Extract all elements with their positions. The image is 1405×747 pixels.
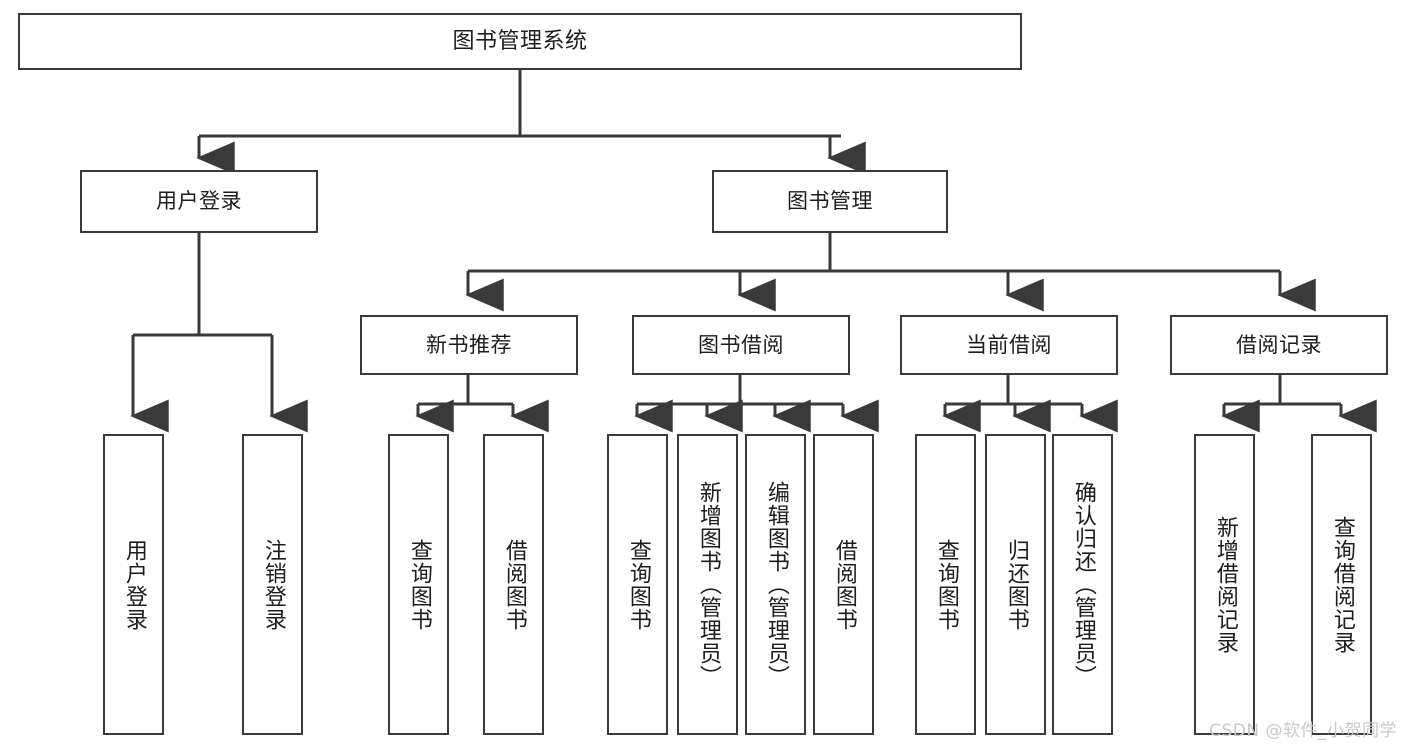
node-leaf-borrow-book-2-label: 借阅图书	[831, 538, 857, 631]
node-leaf-user-logout-label: 注销登录	[260, 538, 286, 631]
node-leaf-query-record-label: 查询借阅记录	[1329, 515, 1355, 654]
node-leaf-query-book-3[interactable]: 查询图书	[915, 434, 976, 735]
node-leaf-add-record-label: 新增借阅记录	[1212, 515, 1238, 654]
node-leaf-user-logout[interactable]: 注销登录	[242, 434, 303, 735]
node-borrow-record-label: 借阅记录	[1236, 332, 1322, 357]
node-root[interactable]: 图书管理系统	[18, 13, 1022, 70]
node-book-borrow-label: 图书借阅	[698, 332, 784, 357]
node-leaf-add-record[interactable]: 新增借阅记录	[1194, 434, 1255, 735]
node-leaf-query-book-2[interactable]: 查询图书	[607, 434, 668, 735]
node-new-book-recommend[interactable]: 新书推荐	[360, 315, 578, 375]
node-user-login[interactable]: 用户登录	[80, 170, 318, 233]
node-book-manage[interactable]: 图书管理	[712, 170, 948, 233]
node-leaf-confirm-return[interactable]: 确认归还（管理员）	[1052, 434, 1113, 735]
node-user-login-label: 用户登录	[156, 189, 242, 214]
node-leaf-query-book-1[interactable]: 查询图书	[388, 434, 449, 735]
node-root-label: 图书管理系统	[452, 28, 588, 54]
node-leaf-user-login[interactable]: 用户登录	[103, 434, 164, 735]
node-book-manage-label: 图书管理	[787, 189, 873, 214]
node-leaf-query-book-3-label: 查询图书	[933, 538, 959, 631]
node-new-book-recommend-label: 新书推荐	[426, 332, 512, 357]
node-leaf-borrow-book-1[interactable]: 借阅图书	[483, 434, 544, 735]
node-leaf-borrow-book-2[interactable]: 借阅图书	[813, 434, 874, 735]
node-leaf-query-record[interactable]: 查询借阅记录	[1311, 434, 1372, 735]
node-leaf-add-book-label: 新增图书（管理员）	[695, 481, 721, 688]
node-leaf-confirm-return-label: 确认归还（管理员）	[1070, 481, 1096, 688]
node-leaf-borrow-book-1-label: 借阅图书	[501, 538, 527, 631]
node-leaf-add-book[interactable]: 新增图书（管理员）	[677, 434, 738, 735]
watermark-text: CSDN @软件_小贺同学	[1209, 721, 1397, 741]
node-book-borrow[interactable]: 图书借阅	[632, 315, 850, 375]
node-borrow-record[interactable]: 借阅记录	[1170, 315, 1388, 375]
node-current-borrow-label: 当前借阅	[966, 332, 1052, 357]
node-leaf-return-book[interactable]: 归还图书	[985, 434, 1046, 735]
node-leaf-query-book-1-label: 查询图书	[406, 538, 432, 631]
node-leaf-user-login-label: 用户登录	[121, 538, 147, 631]
node-leaf-edit-book-label: 编辑图书（管理员）	[763, 481, 789, 688]
node-leaf-edit-book[interactable]: 编辑图书（管理员）	[745, 434, 806, 735]
node-leaf-return-book-label: 归还图书	[1003, 538, 1029, 631]
node-current-borrow[interactable]: 当前借阅	[900, 315, 1118, 375]
node-leaf-query-book-2-label: 查询图书	[625, 538, 651, 631]
